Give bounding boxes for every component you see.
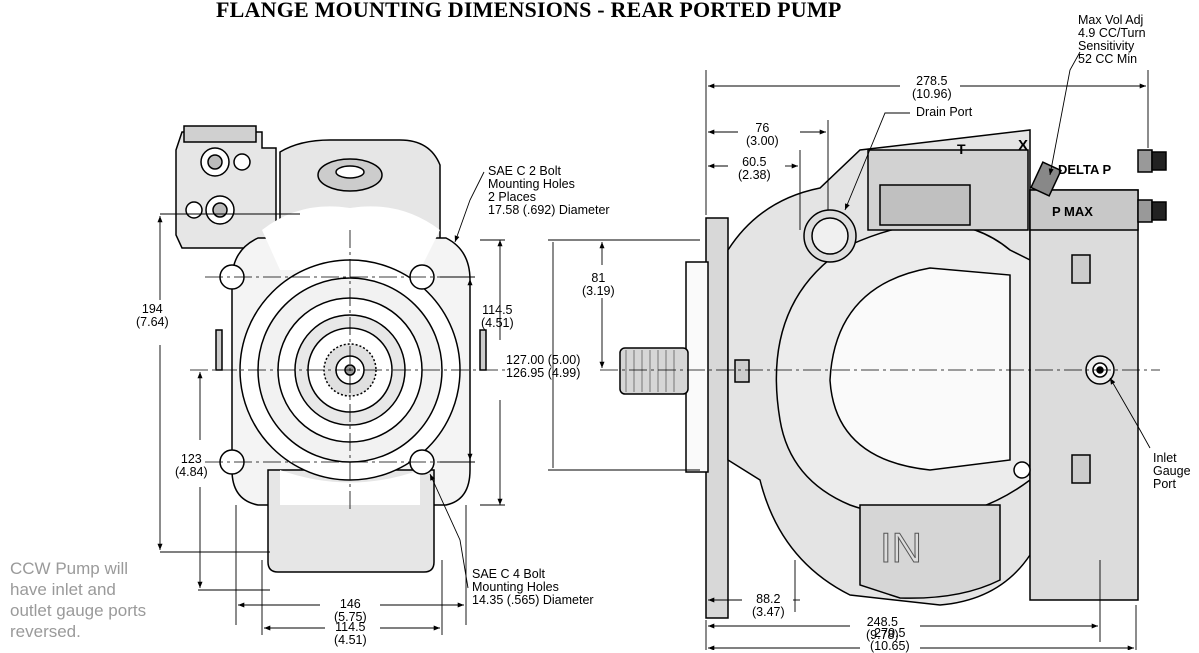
- marking-delta-p: DELTA P: [1058, 162, 1112, 177]
- dim-127: 127.00 (5.00) 126.95 (4.99): [506, 353, 581, 380]
- dim-114-5-vertical: 114.5 (4.51): [481, 303, 514, 330]
- body-markings: T X DELTA P P MAX IN: [880, 137, 1112, 572]
- dim-194: 194 (7.64): [136, 302, 169, 329]
- dim-248-5: 248.5 (9.78): [866, 615, 899, 642]
- sae-c-4-bolt-callout: SAE C 4 Bolt Mounting Holes 14.35 (.565)…: [472, 567, 594, 607]
- compensator-block: [175, 131, 277, 249]
- marking-p-max: P MAX: [1052, 204, 1093, 219]
- marking-in: IN: [880, 524, 922, 571]
- dim-60-5: 60.5 (2.38): [738, 155, 771, 182]
- page-title: FLANGE MOUNTING DIMENSIONS - REAR PORTED…: [216, 0, 842, 22]
- side-view: [619, 129, 1167, 619]
- dim-81: 81 (3.19): [582, 271, 615, 298]
- marking-x: X: [1018, 137, 1028, 154]
- max-vol-adj-callout: Max Vol Adj 4.9 CC/Turn Sensitivity 52 C…: [1078, 13, 1146, 66]
- dim-146: 146 (5.75): [334, 597, 367, 624]
- dim-278-5: 278.5 (10.96): [912, 74, 952, 101]
- dim-76: 76 (3.00): [746, 121, 779, 148]
- side-dimension-lines: [548, 51, 1151, 650]
- front-centerlines: [190, 230, 510, 510]
- dim-88-2: 88.2 (3.47): [752, 592, 785, 619]
- drive-shaft: [619, 347, 689, 395]
- dim-114-5-horizontal: 114.5 (4.51): [334, 620, 367, 647]
- dim-123: 123 (4.84): [175, 452, 208, 479]
- inlet-gauge-port-callout: Inlet Gauge Port: [1153, 451, 1191, 491]
- dim-270-5: 270.5 (10.65): [870, 626, 910, 653]
- side-flange-plate: [705, 217, 729, 619]
- sae-c-2-bolt-callout: SAE C 2 Bolt Mounting Holes 2 Places 17.…: [488, 164, 610, 217]
- marking-t: T: [957, 141, 966, 157]
- drain-port-callout: Drain Port: [916, 105, 973, 119]
- front-view: [175, 125, 487, 573]
- front-dimension-lines: [157, 171, 505, 635]
- ccw-note: CCW Pump will have inlet and outlet gaug…: [10, 559, 147, 641]
- rear-cover: [1029, 189, 1139, 601]
